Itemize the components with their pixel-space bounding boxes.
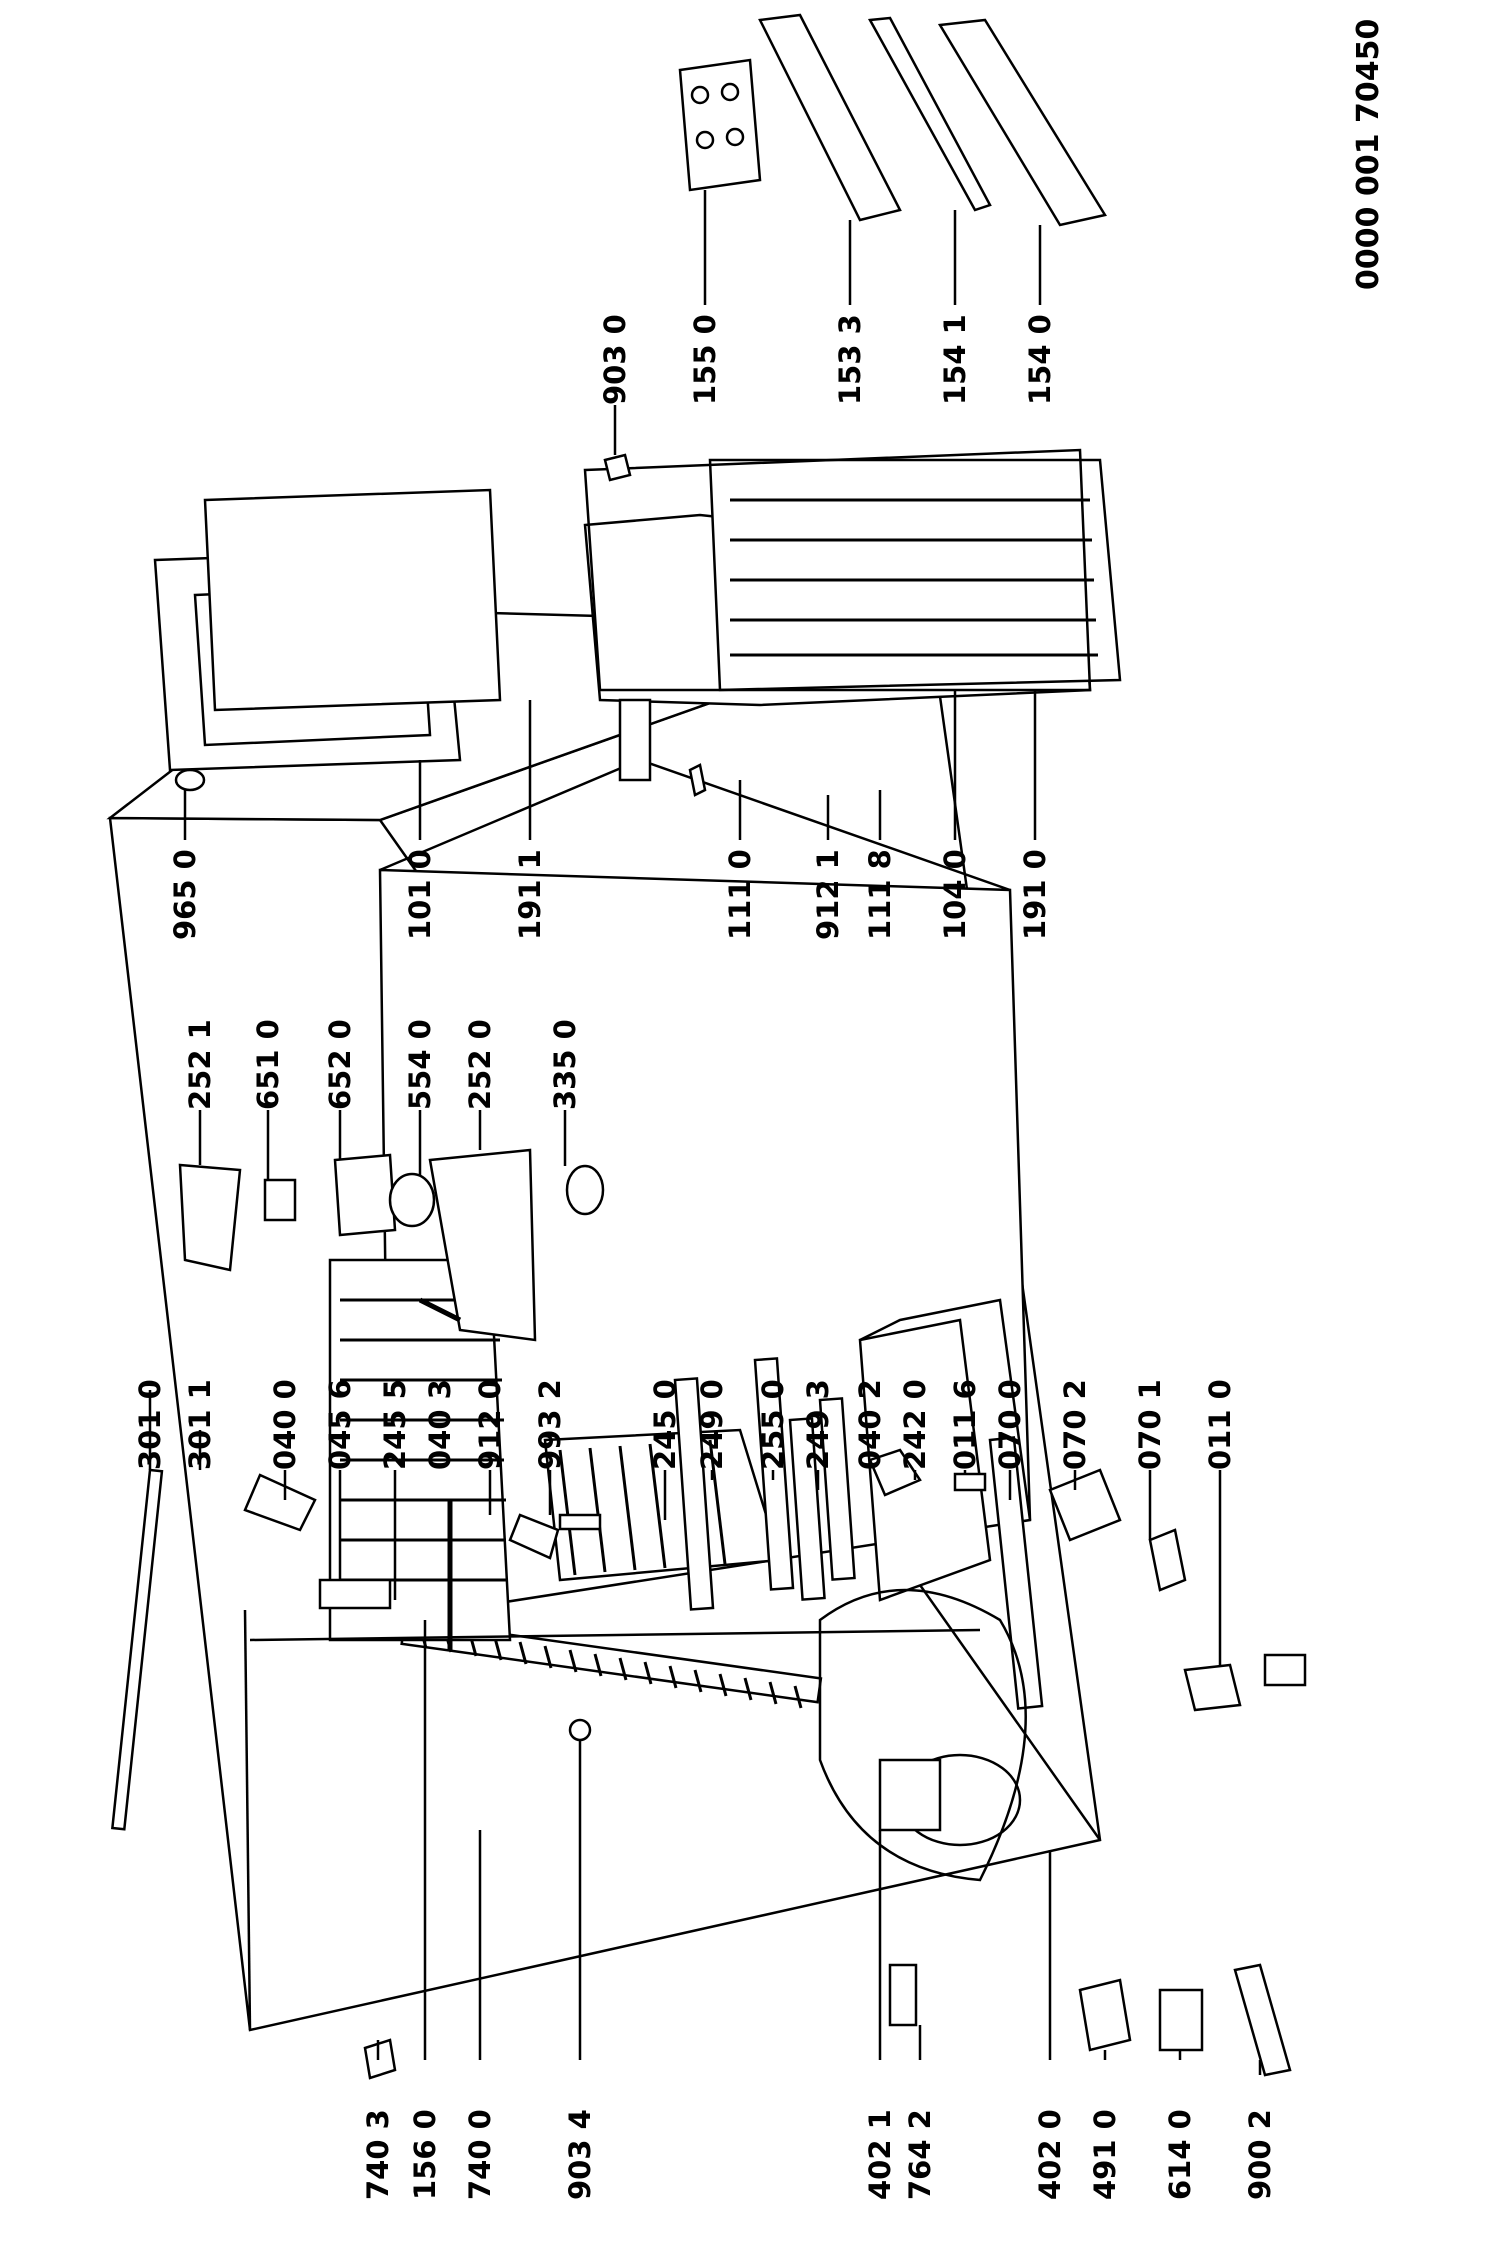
label-249-3: 249 3: [801, 1379, 835, 1470]
label-104-0: 104 0: [938, 849, 972, 940]
label-040-3: 040 3: [423, 1379, 457, 1470]
label-153-3: 153 3: [833, 314, 867, 405]
label-245-0: 245 0: [648, 1379, 682, 1470]
label-111-0: 111 0: [723, 849, 757, 940]
label-070-0: 070 0: [993, 1379, 1027, 1470]
document-number: 0000 001 70450: [1351, 19, 1386, 290]
door-shelf-labels: 903 0 155 0 153 3 154 1 154 0: [598, 314, 1057, 405]
label-191-0: 191 0: [1018, 849, 1052, 940]
cabinet-drawing: [106, 608, 1102, 2032]
label-045-6: 045 6: [323, 1379, 357, 1470]
label-491-0: 491 0: [1088, 2109, 1122, 2200]
label-249-0: 249 0: [695, 1379, 729, 1470]
label-040-2: 040 2: [853, 1379, 887, 1470]
thermostat-labels: 252 1 651 0 652 0 554 0 252 0 335 0: [183, 1019, 582, 1110]
label-903-0: 903 0: [598, 314, 632, 405]
label-402-0: 402 0: [1033, 2109, 1067, 2200]
cabinet-labels: 301 0 301 1 040 0 045 6 245 5 040 3 912 …: [133, 1379, 1237, 1470]
label-651-0: 651 0: [251, 1019, 285, 1110]
label-965-0: 965 0: [168, 849, 202, 940]
label-101-0: 101 0: [403, 849, 437, 940]
label-011-6: 011 6: [948, 1379, 982, 1470]
label-255-0: 255 0: [756, 1379, 790, 1470]
label-245-5: 245 5: [378, 1379, 412, 1470]
leader-lines: [148, 190, 1262, 2075]
label-900-2: 900 2: [1243, 2109, 1277, 2200]
label-740-3: 740 3: [361, 2109, 395, 2200]
label-156-0: 156 0: [408, 2109, 442, 2200]
label-912-0: 912 0: [473, 1379, 507, 1470]
label-554-0: 554 0: [403, 1019, 437, 1110]
compressor: [818, 1588, 1027, 1882]
cabinet-left-parts: [363, 1718, 1292, 2080]
cabinet-loose-parts: [110, 1448, 1307, 1831]
label-242-0: 242 0: [898, 1379, 932, 1470]
freezer-shelf: [328, 1258, 512, 1642]
label-301-0: 301 0: [133, 1379, 167, 1470]
main-shelves: [543, 1357, 856, 1611]
door-drawing: [153, 448, 1122, 797]
label-070-1: 070 1: [1133, 1379, 1167, 1470]
label-191-1: 191 1: [513, 849, 547, 940]
door-shelves-drawing: [603, 13, 1107, 482]
thermostat-drawing: [178, 1148, 605, 1342]
label-912-1: 912 1: [811, 849, 845, 940]
label-154-0: 154 0: [1023, 314, 1057, 405]
label-903-4: 903 4: [563, 2109, 597, 2200]
label-652-0: 652 0: [323, 1019, 357, 1110]
label-614-0: 614 0: [1163, 2109, 1197, 2200]
cabinet-left-labels: 740 3 156 0 740 0 903 4 402 1 764 2 402 …: [361, 2109, 1277, 2200]
label-040-0: 040 0: [268, 1379, 302, 1470]
label-154-1: 154 1: [938, 314, 972, 405]
label-301-1: 301 1: [183, 1379, 217, 1470]
label-011-0: 011 0: [1203, 1379, 1237, 1470]
label-764-2: 764 2: [903, 2109, 937, 2200]
label-402-1: 402 1: [863, 2109, 897, 2200]
label-155-0: 155 0: [688, 314, 722, 405]
label-335-0: 335 0: [548, 1019, 582, 1110]
label-740-0: 740 0: [463, 2109, 497, 2200]
crisper-drawer: [858, 1298, 1032, 1602]
label-070-2: 070 2: [1058, 1379, 1092, 1470]
door-labels: 965 0 101 0 191 1 111 0 912 1 111 8 104 …: [168, 849, 1052, 940]
label-252-1: 252 1: [183, 1019, 217, 1110]
label-111-8: 111 8: [863, 849, 897, 940]
label-252-0: 252 0: [463, 1019, 497, 1110]
label-993-2: 993 2: [533, 1379, 567, 1470]
